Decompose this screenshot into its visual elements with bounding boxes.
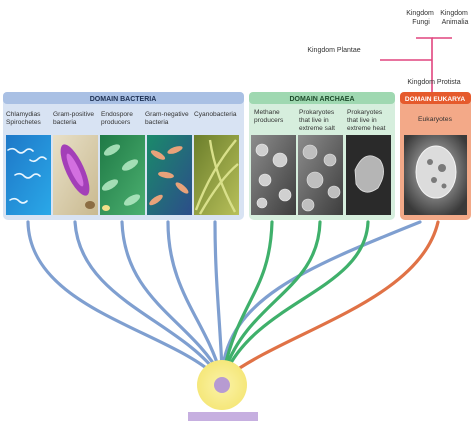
photo-eukaryotes	[404, 135, 467, 215]
branch-eukaryotes	[226, 220, 440, 378]
branch-chlamydias	[26, 220, 220, 380]
eukarya-kingdom-branches	[380, 37, 452, 92]
kingdom-protista-label: Kingdom Protista	[407, 79, 460, 86]
group-label-cyanobacteria: Cyanobacteria	[194, 111, 237, 118]
photo-cyanobacteria	[194, 135, 239, 215]
photo-gram-negative	[147, 135, 192, 215]
root-node	[214, 377, 230, 393]
branch-methane	[222, 220, 274, 372]
branch-extreme-heat	[224, 220, 370, 374]
branch-gram-negative	[166, 220, 222, 374]
domain-archaea-title: DOMAIN ARCHAEA	[289, 96, 354, 103]
phylogenetic-branches	[26, 220, 440, 380]
branch-gram-positive	[73, 220, 221, 378]
root-label-box	[188, 412, 258, 421]
kingdom-animalia-label: Kingdom Animalia	[440, 10, 470, 26]
branch-endospore	[120, 220, 222, 376]
photo-extreme-heat	[346, 135, 391, 215]
photo-chlamydias	[6, 135, 51, 215]
branch-cyanobacteria	[213, 220, 224, 372]
group-label-eukaryotes: Eukaryotes	[418, 116, 453, 123]
photo-endospore	[100, 135, 145, 215]
photo-methane-producers	[251, 135, 296, 215]
domain-bacteria-title: DOMAIN BACTERIA	[90, 96, 157, 103]
branch-bacteria-cross	[220, 220, 422, 374]
photo-extreme-salt	[298, 135, 343, 215]
photo-gram-positive	[53, 135, 98, 215]
domain-eukarya-title: DOMAIN EUKARYA	[405, 96, 466, 103]
kingdom-plantae-label: Kingdom Plantae	[307, 47, 360, 54]
kingdom-fungi-label: Kingdom Fungi	[406, 10, 436, 26]
branch-extreme-salt	[223, 220, 322, 372]
